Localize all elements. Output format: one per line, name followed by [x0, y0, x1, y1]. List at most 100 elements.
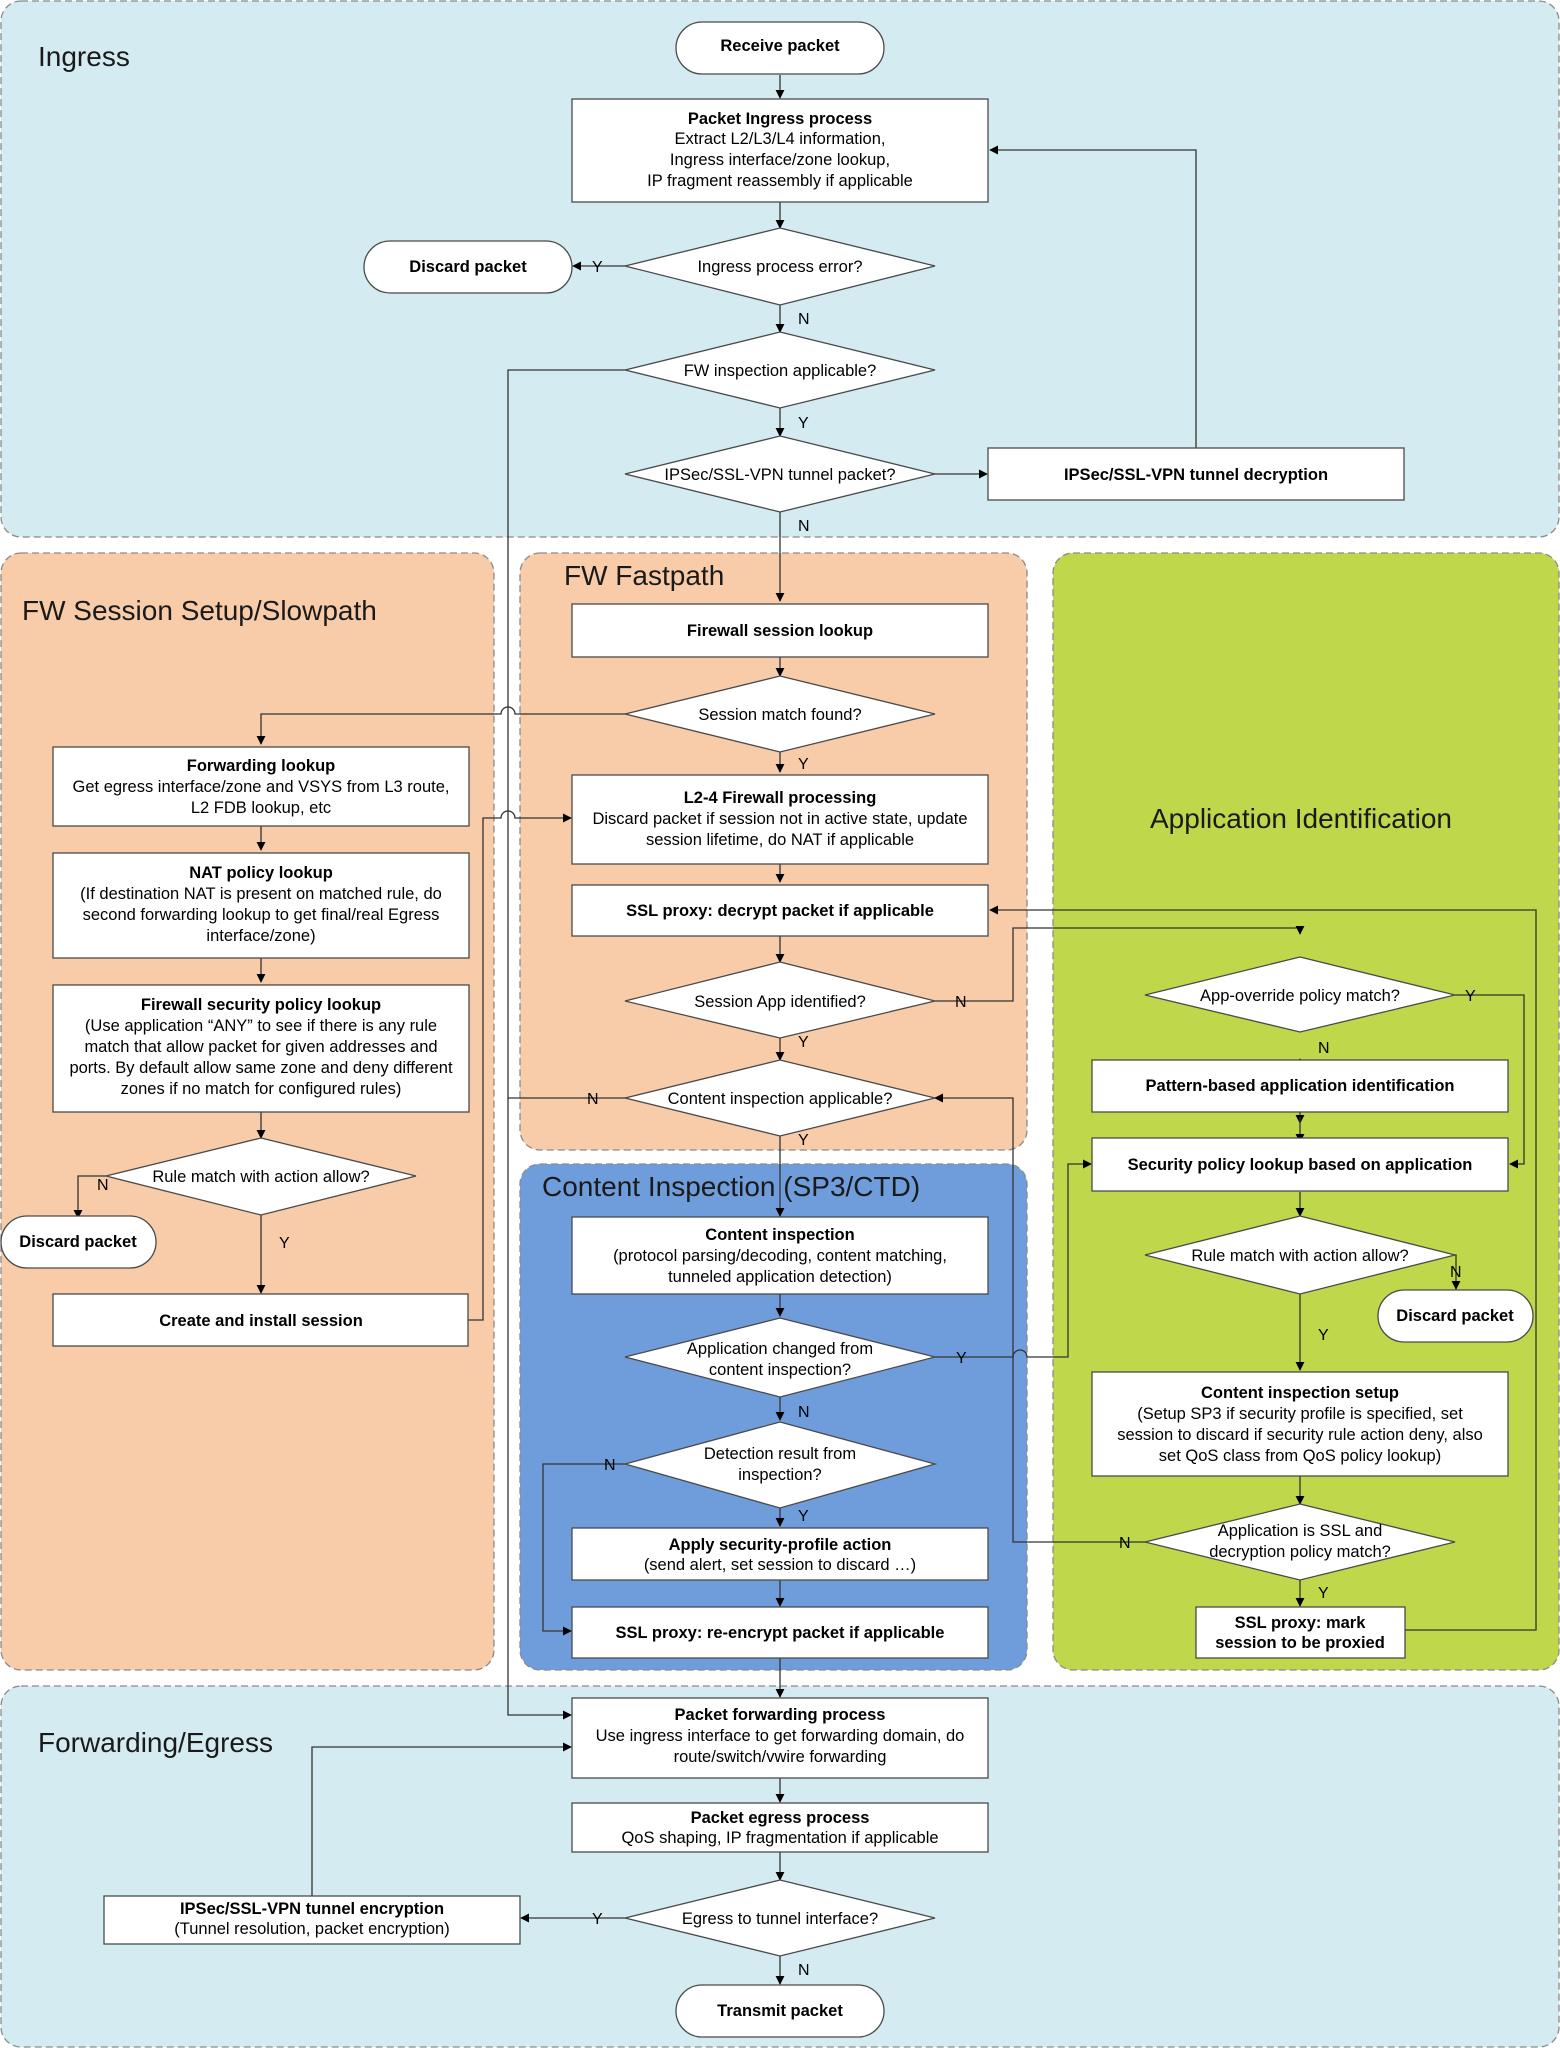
node-l24-firewall: L2-4 Firewall processing Discard packet … — [571, 774, 989, 865]
node-packet-ingress-process: Packet Ingress process Extract L2/L3/L4 … — [571, 98, 989, 203]
node-apply-action: Apply security-profile action (send aler… — [571, 1527, 989, 1581]
decision-app-changed-line: Application changed from — [687, 1340, 873, 1358]
edge-label: N — [1450, 1264, 1462, 1281]
node-ingress-title: Packet Ingress process — [688, 110, 872, 128]
node-packet-egress: Packet egress process QoS shaping, IP fr… — [571, 1802, 989, 1853]
node-ci-title: Content inspection — [705, 1226, 854, 1244]
node-packet-forwarding: Packet forwarding process Use ingress in… — [571, 1697, 989, 1779]
decision-ingress-error: Ingress process error? — [624, 227, 936, 306]
edge-label: N — [97, 1177, 109, 1194]
node-apply-action-line: (send alert, set session to discard …) — [644, 1556, 916, 1574]
node-nat-lookup: NAT policy lookup (If destination NAT is… — [52, 852, 470, 959]
edge-label: Y — [279, 1235, 290, 1252]
node-ssl-mark-line: SSL proxy: mark — [1235, 1614, 1367, 1632]
decision-egress-tunnel: Egress to tunnel interface? — [624, 1879, 936, 1957]
edge-label: Y — [1465, 988, 1476, 1005]
node-ingress-line: Ingress interface/zone lookup, — [670, 151, 890, 169]
region-title-content: Content Inspection (SP3/CTD) — [542, 1171, 920, 1202]
node-tunnel-decryption-text: IPSec/SSL-VPN tunnel decryption — [1064, 466, 1328, 484]
node-discard-packet-2: Discard packet — [0, 1215, 157, 1269]
region-title-appid: Application Identification — [1150, 803, 1452, 834]
edge-label: Y — [798, 1132, 809, 1149]
decision-fw-applicable-text: FW inspection applicable? — [684, 362, 877, 380]
node-forwarding-lookup: Forwarding lookup Get egress interface/z… — [52, 746, 470, 827]
decision-app-identified-text: Session App identified? — [694, 993, 866, 1011]
node-nat-line: second forwarding lookup to get final/re… — [83, 906, 440, 924]
node-tunnel-encrypt-title: IPSec/SSL-VPN tunnel encryption — [180, 1900, 444, 1918]
decision-session-match-text: Session match found? — [698, 706, 861, 724]
node-pkt-fwd-line: route/switch/vwire forwarding — [674, 1748, 887, 1766]
decision-detection-line: inspection? — [738, 1466, 821, 1484]
node-ci-setup-line: (Setup SP3 if security profile is specif… — [1137, 1405, 1463, 1423]
node-ci-setup: Content inspection setup (Setup SP3 if s… — [1091, 1371, 1509, 1477]
decision-app-override: App-override policy match? — [1144, 956, 1456, 1033]
decision-ingress-error-text: Ingress process error? — [697, 258, 862, 276]
node-tunnel-encryption: IPSec/SSL-VPN tunnel encryption (Tunnel … — [103, 1895, 521, 1945]
node-ci-line: (protocol parsing/decoding, content matc… — [613, 1247, 947, 1265]
node-apply-action-title: Apply security-profile action — [669, 1536, 892, 1554]
node-l24-line: session lifetime, do NAT if applicable — [646, 831, 914, 849]
node-ssl-reencrypt: SSL proxy: re-encrypt packet if applicab… — [571, 1606, 989, 1659]
node-ssl-reencrypt-text: SSL proxy: re-encrypt packet if applicab… — [616, 1624, 945, 1642]
edge-label: Y — [798, 756, 809, 773]
decision-detection-line: Detection result from — [704, 1445, 856, 1463]
edge-label: Y — [798, 415, 809, 432]
node-ssl-mark-line: session to be proxied — [1215, 1634, 1385, 1652]
node-secpol-line: (Use application “ANY” to see if there i… — [85, 1017, 437, 1035]
region-title-ingress: Ingress — [38, 41, 130, 72]
edge-label: N — [798, 311, 810, 328]
node-pattern-appid-text: Pattern-based application identification — [1146, 1077, 1455, 1095]
node-secpol-line: zones if no match for configured rules) — [121, 1080, 402, 1098]
node-ci-setup-line: set QoS class from QoS policy lookup) — [1159, 1447, 1441, 1465]
node-ingress-line: IP fragment reassembly if applicable — [647, 172, 913, 190]
decision-rule-allow-2-text: Rule match with action allow? — [1191, 1247, 1408, 1265]
region-title-egress: Forwarding/Egress — [38, 1727, 273, 1758]
decision-fw-applicable: FW inspection applicable? — [624, 331, 936, 409]
node-secpol-line: ports. By default allow same zone and de… — [69, 1059, 453, 1077]
node-sec-policy-app: Security policy lookup based on applicat… — [1091, 1137, 1509, 1192]
decision-app-ssl-line: Application is SSL and — [1218, 1522, 1383, 1540]
decision-app-ssl-line: decryption policy match? — [1209, 1543, 1391, 1561]
node-l24-title: L2-4 Firewall processing — [684, 789, 877, 807]
decision-session-match: Session match found? — [624, 675, 936, 753]
decision-app-identified: Session App identified? — [624, 961, 936, 1039]
node-discard-packet-3: Discard packet — [1377, 1289, 1534, 1343]
node-nat-line: (If destination NAT is present on matche… — [80, 885, 442, 903]
edge-label: Y — [1318, 1585, 1329, 1602]
edge-label: N — [798, 518, 810, 535]
node-secpol-line: match that allow packet for given addres… — [84, 1038, 437, 1056]
edge-labels: Y N Y N Y N Y N Y N Y Y N N Y Y N N Y N … — [97, 259, 1476, 1979]
node-fwd-lookup-line: L2 FDB lookup, etc — [191, 799, 331, 817]
edge-label: Y — [592, 259, 603, 276]
edge-label: N — [798, 1404, 810, 1421]
edge-label: Y — [1318, 1327, 1329, 1344]
edge-label: Y — [798, 1034, 809, 1051]
decision-app-changed: Application changed from content inspect… — [624, 1317, 936, 1398]
region-title-slowpath: FW Session Setup/Slowpath — [22, 595, 377, 626]
edge-label: N — [1318, 1040, 1330, 1057]
node-pattern-appid: Pattern-based application identification — [1091, 1059, 1509, 1113]
node-discard-2-text: Discard packet — [19, 1233, 137, 1251]
node-discard-packet-1: Discard packet — [363, 240, 573, 294]
node-tunnel-decryption: IPSec/SSL-VPN tunnel decryption — [987, 447, 1405, 501]
node-nat-title: NAT policy lookup — [189, 864, 333, 882]
node-session-lookup-text: Firewall session lookup — [687, 622, 873, 640]
node-pkt-fwd-line: Use ingress interface to get forwarding … — [596, 1727, 965, 1745]
node-security-policy-lookup: Firewall security policy lookup (Use app… — [52, 984, 470, 1113]
node-ssl-mark: SSL proxy: mark session to be proxied — [1195, 1606, 1406, 1659]
node-discard-1-text: Discard packet — [409, 258, 527, 276]
decision-app-ssl: Application is SSL and decryption policy… — [1144, 1503, 1456, 1581]
decision-rule-allow-2: Rule match with action allow? — [1144, 1215, 1456, 1295]
edge-label: N — [604, 1457, 616, 1474]
node-fwd-lookup-title: Forwarding lookup — [187, 757, 336, 775]
node-ci-setup-line: session to discard if security rule acti… — [1117, 1426, 1483, 1444]
node-ci-setup-title: Content inspection setup — [1201, 1384, 1399, 1402]
edge-label: N — [587, 1091, 599, 1108]
node-tunnel-encrypt-line: (Tunnel resolution, packet encryption) — [174, 1920, 449, 1938]
node-receive-packet: Receive packet — [675, 21, 885, 75]
decision-app-override-text: App-override policy match? — [1200, 987, 1400, 1005]
edge-label: Y — [592, 1911, 603, 1928]
decision-content-applicable-text: Content inspection applicable? — [668, 1090, 893, 1108]
decision-tunnel-packet-text: IPSec/SSL-VPN tunnel packet? — [664, 466, 895, 484]
node-nat-line: interface/zone) — [206, 927, 315, 945]
